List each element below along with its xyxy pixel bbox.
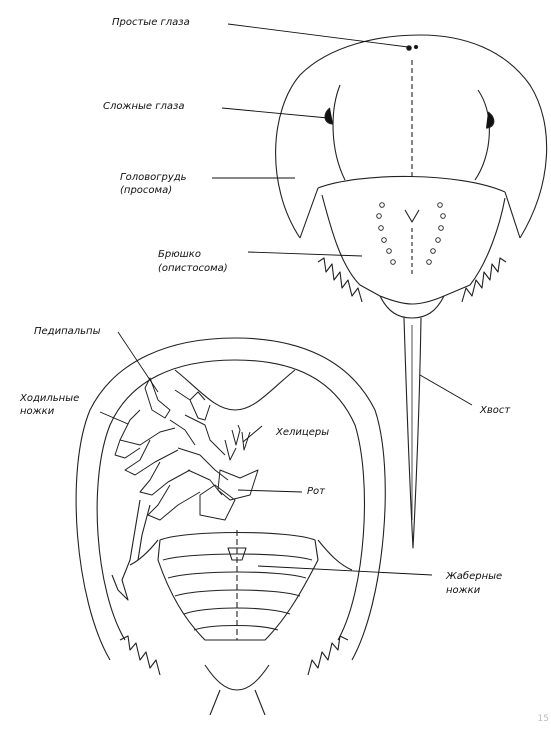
opisthosoma-ventral [158, 533, 318, 641]
ventral-view [76, 338, 385, 715]
label-pedipalps: Педипальпы [34, 326, 100, 338]
compound-eye-left [325, 108, 333, 124]
label-walking-legs-sub: ножки [20, 406, 54, 418]
compound-eye-right [486, 112, 494, 128]
simple-eye [414, 45, 417, 48]
label-walking-legs: Ходильные [20, 393, 79, 405]
label-mouth: Рот [307, 486, 325, 498]
label-abdomen: Брюшко [158, 249, 201, 261]
page-number: 15 [538, 714, 549, 724]
mouth-area [200, 470, 258, 520]
prosoma-ridge-left [333, 85, 345, 180]
walking-legs [115, 378, 228, 520]
abdominal-dimples [377, 203, 446, 265]
label-simple-eyes: Простые глаза [112, 17, 190, 29]
label-abdomen-sub: (опистосома) [158, 263, 228, 275]
prosoma-ridge-right [475, 90, 489, 180]
chelicerae [225, 425, 250, 460]
simple-eye [407, 46, 411, 50]
label-gill-legs-sub: ножки [446, 585, 480, 597]
ventral-spines-left [120, 636, 160, 675]
label-prosoma: Головогрудь [120, 172, 187, 184]
pedipalps [175, 390, 210, 420]
prosoma-outline [276, 35, 547, 238]
label-chelicerae: Хелицеры [276, 427, 329, 439]
ventral-spines-right [308, 636, 348, 675]
telson [404, 318, 421, 548]
label-compound-eyes: Сложные глаза [103, 101, 184, 113]
hinge-line [318, 176, 505, 192]
dorsal-view [276, 35, 547, 548]
label-prosoma-sub: (просома) [120, 185, 172, 197]
marginal-spines-right [462, 258, 506, 302]
ventral-carapace-outline [76, 338, 385, 660]
label-gill-legs: Жаберные [446, 571, 502, 583]
label-tail: Хвост [480, 405, 510, 417]
pushing-leg [112, 500, 140, 600]
